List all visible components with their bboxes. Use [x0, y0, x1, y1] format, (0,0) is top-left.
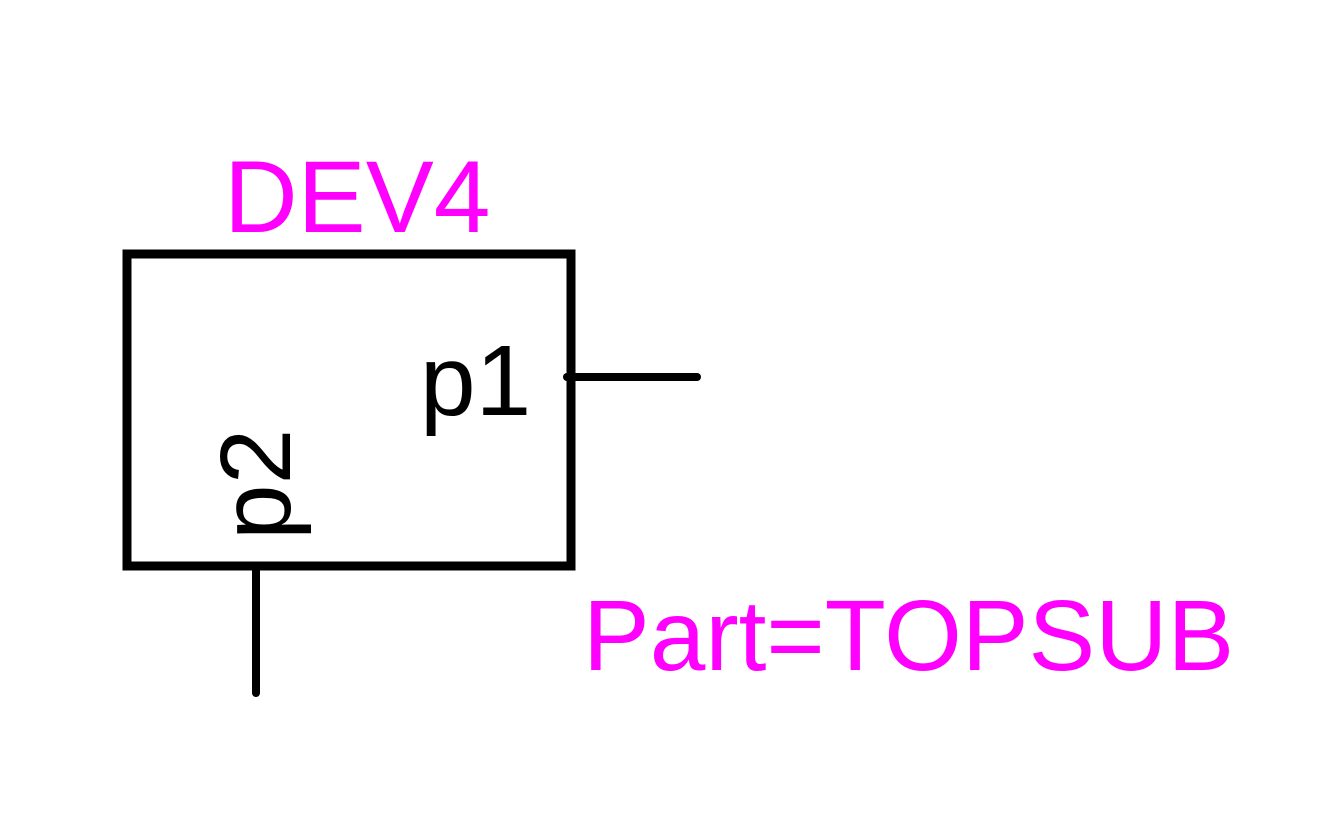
instance-name-label[interactable]: DEV4: [224, 140, 490, 254]
symbol-body[interactable]: [122, 249, 576, 571]
pin-p1-label: p1: [420, 325, 531, 437]
pin-p2-label: p2: [200, 429, 312, 540]
part-property-label[interactable]: Part=TOPSUB: [583, 580, 1234, 692]
